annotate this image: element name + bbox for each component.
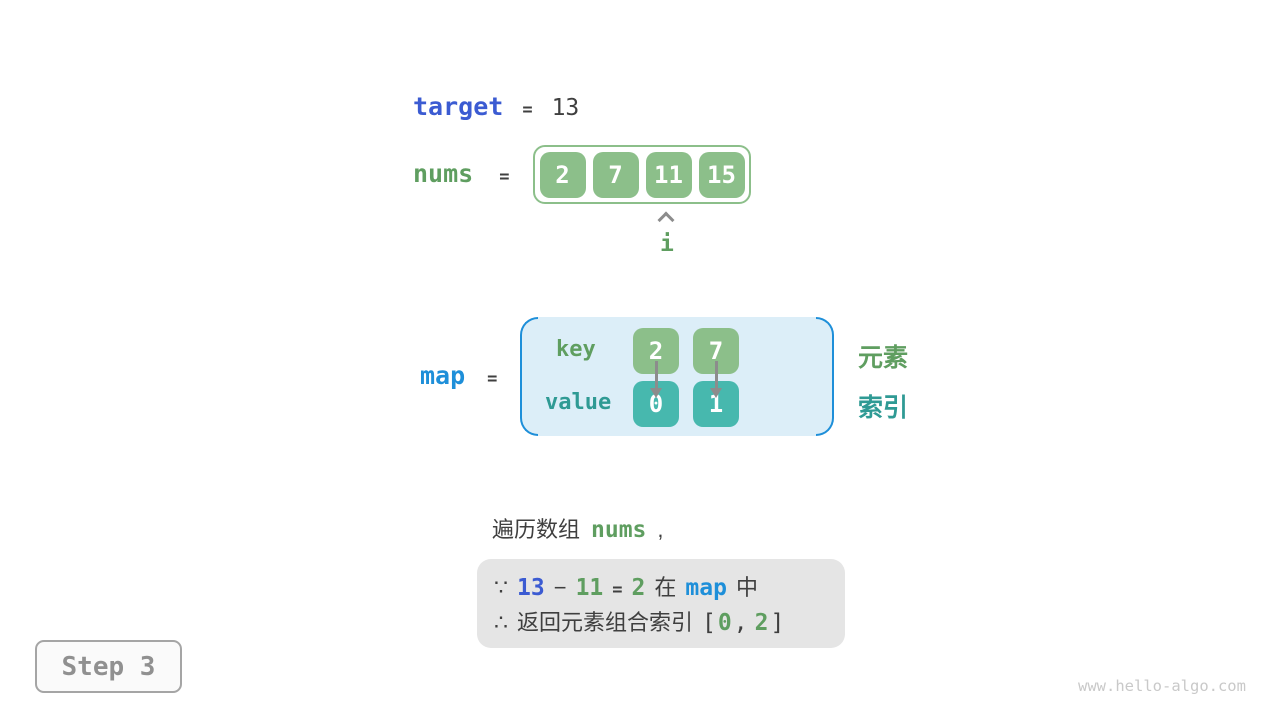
caption-row: 遍历数组 nums , bbox=[492, 512, 664, 544]
nums-equals-sign: = bbox=[499, 167, 510, 187]
index-pointer-caret-icon bbox=[657, 211, 675, 229]
result-index-group: [ 0 , 2 ] bbox=[702, 610, 784, 636]
key-to-value-arrow-1 bbox=[714, 361, 718, 390]
value-label: value bbox=[545, 390, 612, 415]
conclusion-text: 返回元素组合索引 bbox=[517, 610, 694, 635]
in-word: 在 bbox=[654, 575, 677, 600]
watermark: www.hello-algo.com bbox=[1078, 677, 1246, 695]
array-cell-3: 15 bbox=[698, 151, 745, 198]
open-bracket: [ bbox=[702, 610, 716, 636]
nums-label: nums bbox=[413, 159, 474, 188]
conclusion-box: ∵ 13 − 11 = 2 在 map 中 ∴ 返回元素组合索引 [ 0 , 2… bbox=[477, 559, 845, 648]
key-to-value-arrowhead-icon-1 bbox=[709, 388, 722, 398]
caption-prefix: 遍历数组 bbox=[492, 517, 581, 542]
in-suffix-word: 中 bbox=[735, 575, 758, 600]
close-bracket: ] bbox=[770, 610, 785, 636]
target-label: target bbox=[413, 92, 504, 121]
nums-label-row: nums = bbox=[413, 159, 509, 188]
conclusion-line-1: ∵ 13 − 11 = 2 在 map 中 bbox=[494, 570, 828, 602]
step-badge-label: Step 3 bbox=[61, 651, 156, 682]
result-index-a: 0 bbox=[717, 610, 732, 636]
array-cell-0: 2 bbox=[539, 151, 586, 198]
array-cell-2: 11 bbox=[645, 151, 692, 198]
therefore-sign: ∴ bbox=[494, 610, 508, 635]
minus-sign: − bbox=[553, 575, 567, 600]
key-to-value-arrow-0 bbox=[654, 361, 658, 390]
subtrahend-value: 11 bbox=[575, 575, 604, 601]
nums-array-box: 2 7 11 15 bbox=[533, 145, 751, 204]
because-sign: ∵ bbox=[494, 575, 508, 600]
map-right-bracket bbox=[816, 317, 834, 436]
minuend-value: 13 bbox=[517, 575, 545, 601]
map-label-row: map = bbox=[420, 361, 497, 390]
caption-code-ref: nums bbox=[591, 517, 647, 543]
key-to-value-arrowhead-icon-0 bbox=[649, 388, 662, 398]
map-label: map bbox=[420, 361, 466, 390]
map-left-bracket bbox=[520, 317, 538, 436]
difference-value: 2 bbox=[631, 575, 646, 601]
formula-equals-sign: = bbox=[612, 580, 623, 600]
result-comma: , bbox=[733, 610, 748, 636]
caption-comma: , bbox=[657, 517, 664, 542]
map-reference: map bbox=[685, 575, 727, 601]
target-row: target = 13 bbox=[413, 92, 579, 121]
result-index-b: 2 bbox=[754, 610, 769, 636]
step-badge: Step 3 bbox=[35, 640, 182, 693]
index-label: 索引 bbox=[858, 394, 909, 422]
array-cell-1: 7 bbox=[592, 151, 639, 198]
map-key-cell-1: 7 bbox=[693, 328, 739, 374]
index-pointer-label: i bbox=[660, 231, 674, 257]
key-label: key bbox=[556, 337, 596, 362]
map-equals-sign: = bbox=[487, 369, 498, 389]
element-label: 元素 bbox=[858, 344, 909, 372]
target-equals-sign: = bbox=[522, 100, 533, 120]
conclusion-line-2: ∴ 返回元素组合索引 [ 0 , 2 ] bbox=[494, 605, 828, 637]
target-value: 13 bbox=[551, 95, 580, 121]
